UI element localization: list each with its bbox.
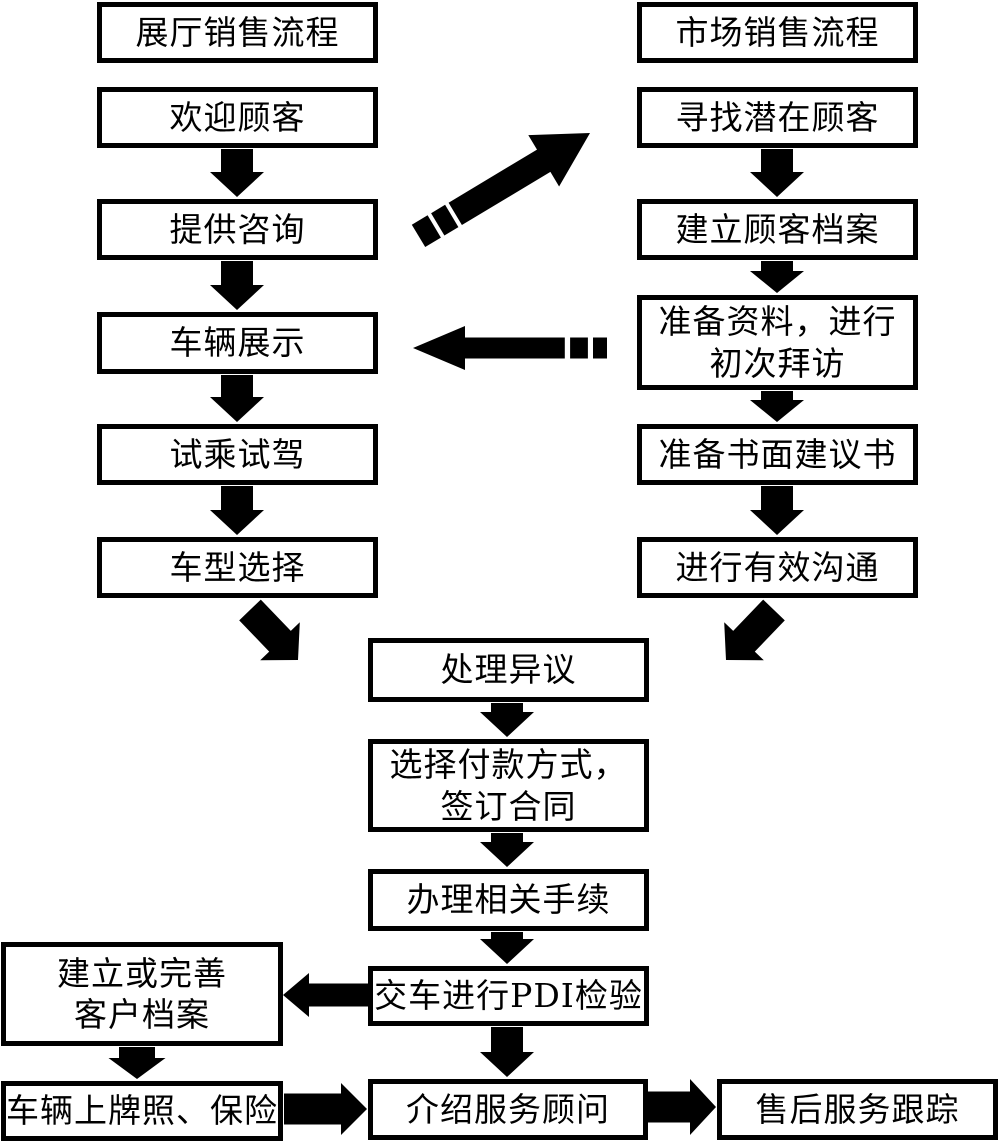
pdi-to-advisor-arrow [480, 1027, 534, 1077]
flow-node-model-select: 车型选择 [97, 537, 378, 598]
prepare-to-display-dashed-dash-1 [570, 337, 588, 359]
flow-node-vehicle-display: 车辆展示 [97, 312, 378, 374]
consult-to-market-dashed-dash-0 [411, 215, 441, 247]
pdi-to-customer-file-arrow [283, 973, 368, 1017]
find-to-records-arrow [750, 149, 804, 197]
model-to-objections-arrow [239, 599, 300, 661]
license-to-advisor-arrow [284, 1083, 367, 1135]
consult-to-market-dashed-dash-1 [431, 204, 459, 236]
display-to-testdrive-arrow [210, 375, 264, 422]
advisor-to-aftersales-arrow [648, 1079, 716, 1135]
flow-node-prepare-visit: 准备资料，进行 初次拜访 [637, 295, 918, 390]
testdrive-to-model-arrow [210, 486, 264, 535]
file-to-license-arrow [108, 1047, 166, 1079]
flow-node-pdi-check: 交车进行PDI检验 [368, 966, 649, 1026]
flow-node-market-title: 市场销售流程 [637, 2, 918, 63]
flow-node-customer-file: 建立或完善 客户档案 [1, 942, 283, 1046]
records-to-prepare-arrow [750, 261, 804, 293]
flow-node-showroom-title: 展厅销售流程 [97, 2, 378, 63]
prepare-to-display-dashed-arrow [413, 326, 565, 370]
flow-node-test-drive: 试乘试驾 [97, 424, 378, 485]
comm-to-objections-arrow [724, 599, 785, 661]
flow-node-license-insurance: 车辆上牌照、保险 [1, 1081, 283, 1141]
payment-to-procedures-arrow [480, 833, 534, 867]
flow-node-after-sales: 售后服务跟踪 [717, 1079, 998, 1140]
flow-node-written-proposal: 准备书面建议书 [637, 424, 918, 485]
flow-node-effective-comm: 进行有效沟通 [637, 537, 918, 598]
prepare-to-display-dashed-dash-0 [593, 337, 607, 359]
consult-to-market-dashed-arrow [448, 133, 590, 225]
flow-node-customer-records: 建立顾客档案 [637, 199, 918, 260]
flow-node-provide-consult: 提供咨询 [97, 199, 378, 260]
flow-node-handle-objections: 处理异议 [368, 638, 649, 702]
objections-to-payment-arrow [480, 703, 534, 737]
flow-node-service-advisor: 介绍服务顾问 [368, 1079, 648, 1140]
flow-node-welcome-customer: 欢迎顾客 [97, 87, 378, 148]
flow-node-payment-contract: 选择付款方式， 签订合同 [368, 739, 649, 832]
flow-node-procedures: 办理相关手续 [368, 869, 649, 931]
welcome-to-consult-arrow [210, 149, 264, 197]
prepare-to-proposal-arrow [750, 391, 804, 422]
procedures-to-pdi-arrow [480, 932, 534, 964]
proposal-to-comm-arrow [750, 486, 804, 535]
consult-to-display-arrow [210, 261, 264, 310]
flow-node-find-customers: 寻找潜在顾客 [637, 87, 918, 148]
